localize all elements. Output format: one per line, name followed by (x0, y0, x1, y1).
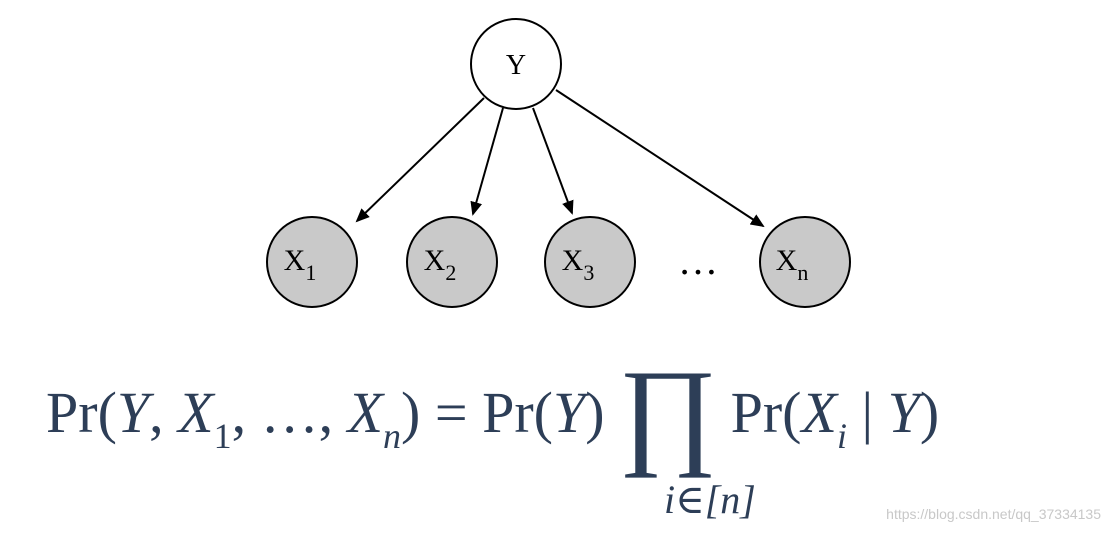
formula-open-paren: ( (782, 380, 802, 445)
formula-open-paren: ( (533, 380, 553, 445)
node-x3: X3 (544, 216, 636, 308)
node-x1-circle (266, 216, 358, 308)
node-y: Y (470, 18, 562, 110)
node-x1-label: X1 (284, 244, 317, 285)
joint-probability-formula: Pr(Y, X1, …, Xn) = Pr(Y)∏Pr(Xi | Y) (46, 352, 940, 472)
watermark: https://blog.csdn.net/qq_37334135 (886, 506, 1101, 522)
formula-pr-lhs: Pr (46, 380, 98, 445)
formula-xn-var: X (347, 380, 384, 445)
edge-y-x1 (355, 97, 485, 223)
formula-pr-rhs: Pr (482, 380, 534, 445)
formula-x1-var: X (178, 380, 214, 445)
formula-xi-sub: i (836, 416, 847, 456)
formula-equals: = (434, 380, 468, 445)
bayes-network-diagram: Y X1 X2 X3 … Xn (266, 18, 851, 308)
node-x1: X1 (266, 216, 358, 308)
formula-comma: , (149, 380, 164, 445)
node-x3-label: X3 (562, 244, 595, 285)
product-symbol: ∏ (618, 345, 718, 478)
formula-y-var: Y (887, 380, 920, 445)
formula-x1-sub: 1 (213, 416, 232, 456)
edge-y-x2 (470, 107, 504, 216)
node-x3-circle (544, 216, 636, 308)
formula-close-paren: ) (919, 380, 940, 445)
node-xn-circle (759, 216, 851, 308)
product-operator: ∏ (613, 352, 723, 472)
formula-xn-sub: n (383, 416, 402, 456)
formula-pr-cond: Pr (730, 380, 783, 445)
formula-y-var: Y (553, 380, 586, 445)
formula-close-paren: ) (401, 380, 421, 445)
formula-open-paren: ( (97, 380, 117, 445)
node-x2-label: X2 (424, 244, 457, 285)
node-x2: X2 (406, 216, 498, 308)
node-y-label: Y (506, 50, 526, 81)
node-x2-circle (406, 216, 498, 308)
formula-xi-var: X (801, 380, 837, 445)
formula-given-bar: | (861, 380, 874, 445)
node-xn-label: Xn (776, 244, 809, 285)
edge-y-x3 (532, 107, 574, 215)
edge-y-xn (555, 89, 765, 228)
formula-ellipsis: … (260, 380, 319, 445)
children-ellipsis: … (678, 238, 718, 283)
node-y-circle (470, 18, 562, 110)
node-xn: Xn (759, 216, 851, 308)
formula-comma: , (231, 380, 247, 445)
formula-close-paren: ) (585, 380, 605, 445)
product-limit: i∈[n] (664, 477, 756, 522)
formula-y-var: Y (116, 380, 150, 445)
formula-comma: , (318, 380, 334, 445)
